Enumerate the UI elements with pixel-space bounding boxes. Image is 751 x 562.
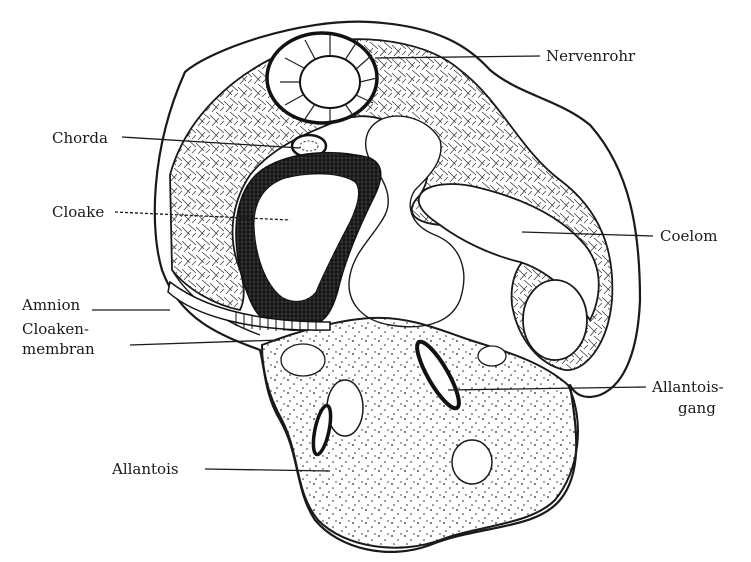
label-allantois: Allantois	[111, 460, 179, 478]
label-coelom: Coelom	[660, 227, 717, 245]
neural-tube	[267, 33, 377, 123]
allantois-vesicle-3	[478, 346, 506, 366]
allantois-vesicle-1	[452, 440, 492, 484]
leader-cloakenmembran	[130, 340, 280, 345]
label-cloakenmembran-line1: Cloaken-	[22, 320, 89, 338]
allantois-vesicle-2	[327, 380, 363, 436]
label-amnion: Amnion	[21, 296, 81, 314]
label-nervenrohr: Nervenrohr	[546, 47, 636, 65]
label-cloake: Cloake	[52, 203, 104, 221]
label-cloakenmembran-line2: membran	[22, 340, 95, 358]
label-allantoisgang-line1: Allantois-	[651, 378, 724, 396]
label-allantoisgang-line2: gang	[678, 399, 716, 417]
label-chorda: Chorda	[52, 129, 108, 147]
allantois-vesicle-4	[281, 344, 325, 376]
coelom-lobe	[523, 280, 587, 360]
